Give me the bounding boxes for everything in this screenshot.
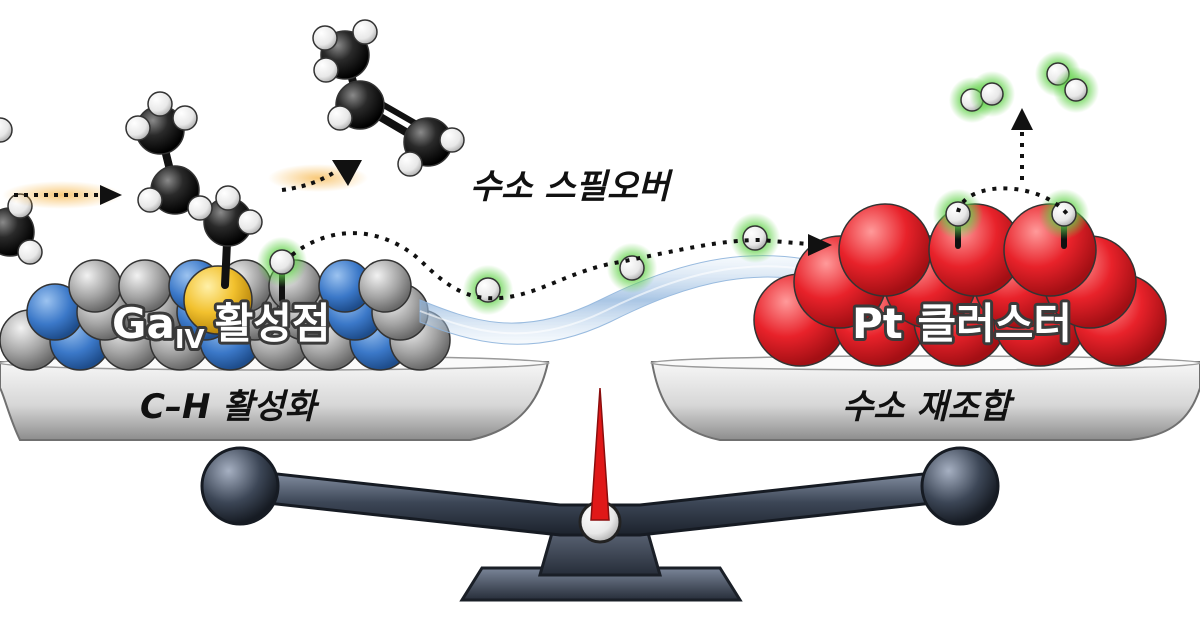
- balance-scale-icon: [200, 387, 1000, 602]
- hydrogen-atom: [945, 201, 971, 227]
- hydrogen-atom: [17, 239, 43, 265]
- molecules: [0, 19, 1100, 316]
- hydrogen-atom: [312, 25, 338, 51]
- pt-cluster-label: Pt 클러스터: [852, 299, 1072, 348]
- pt-cluster: [753, 203, 1167, 367]
- hydrogen-atom: [125, 115, 151, 141]
- hydrogen-atom: [439, 127, 465, 153]
- hydrogen-atom: [742, 225, 768, 251]
- left-pan-label: C–H 활성화: [140, 387, 320, 427]
- catalyst-support: [0, 259, 451, 371]
- hydrogen-atom: [1064, 78, 1088, 102]
- hydrogen-atom: [0, 117, 13, 143]
- hydrogen-atom: [147, 91, 173, 117]
- hydrogen-atom: [980, 82, 1004, 106]
- support-atom-gray: [358, 259, 412, 313]
- pt-atom: [838, 203, 932, 297]
- hydrogen-atom: [475, 277, 501, 303]
- hydrogen-atom: [269, 249, 295, 275]
- hydrogen-atom: [137, 187, 163, 213]
- hydrogen-atom: [327, 105, 353, 131]
- hydrogen-atom: [237, 209, 263, 235]
- hydrogen-atom: [172, 105, 198, 131]
- ga-active-site-atom: [183, 265, 253, 335]
- hydrogen-atom: [313, 57, 339, 83]
- hydrogen-atom: [397, 151, 423, 177]
- arrows: [2, 108, 1070, 301]
- hydrogen-atom: [352, 19, 378, 45]
- right-pan-label: 수소 재조합: [842, 387, 1015, 427]
- hydrogen-atom: [187, 195, 213, 221]
- hydrogen-atom: [215, 185, 241, 211]
- spillover-label: 수소 스필오버: [470, 167, 673, 207]
- hydrogen-atom: [1051, 201, 1077, 227]
